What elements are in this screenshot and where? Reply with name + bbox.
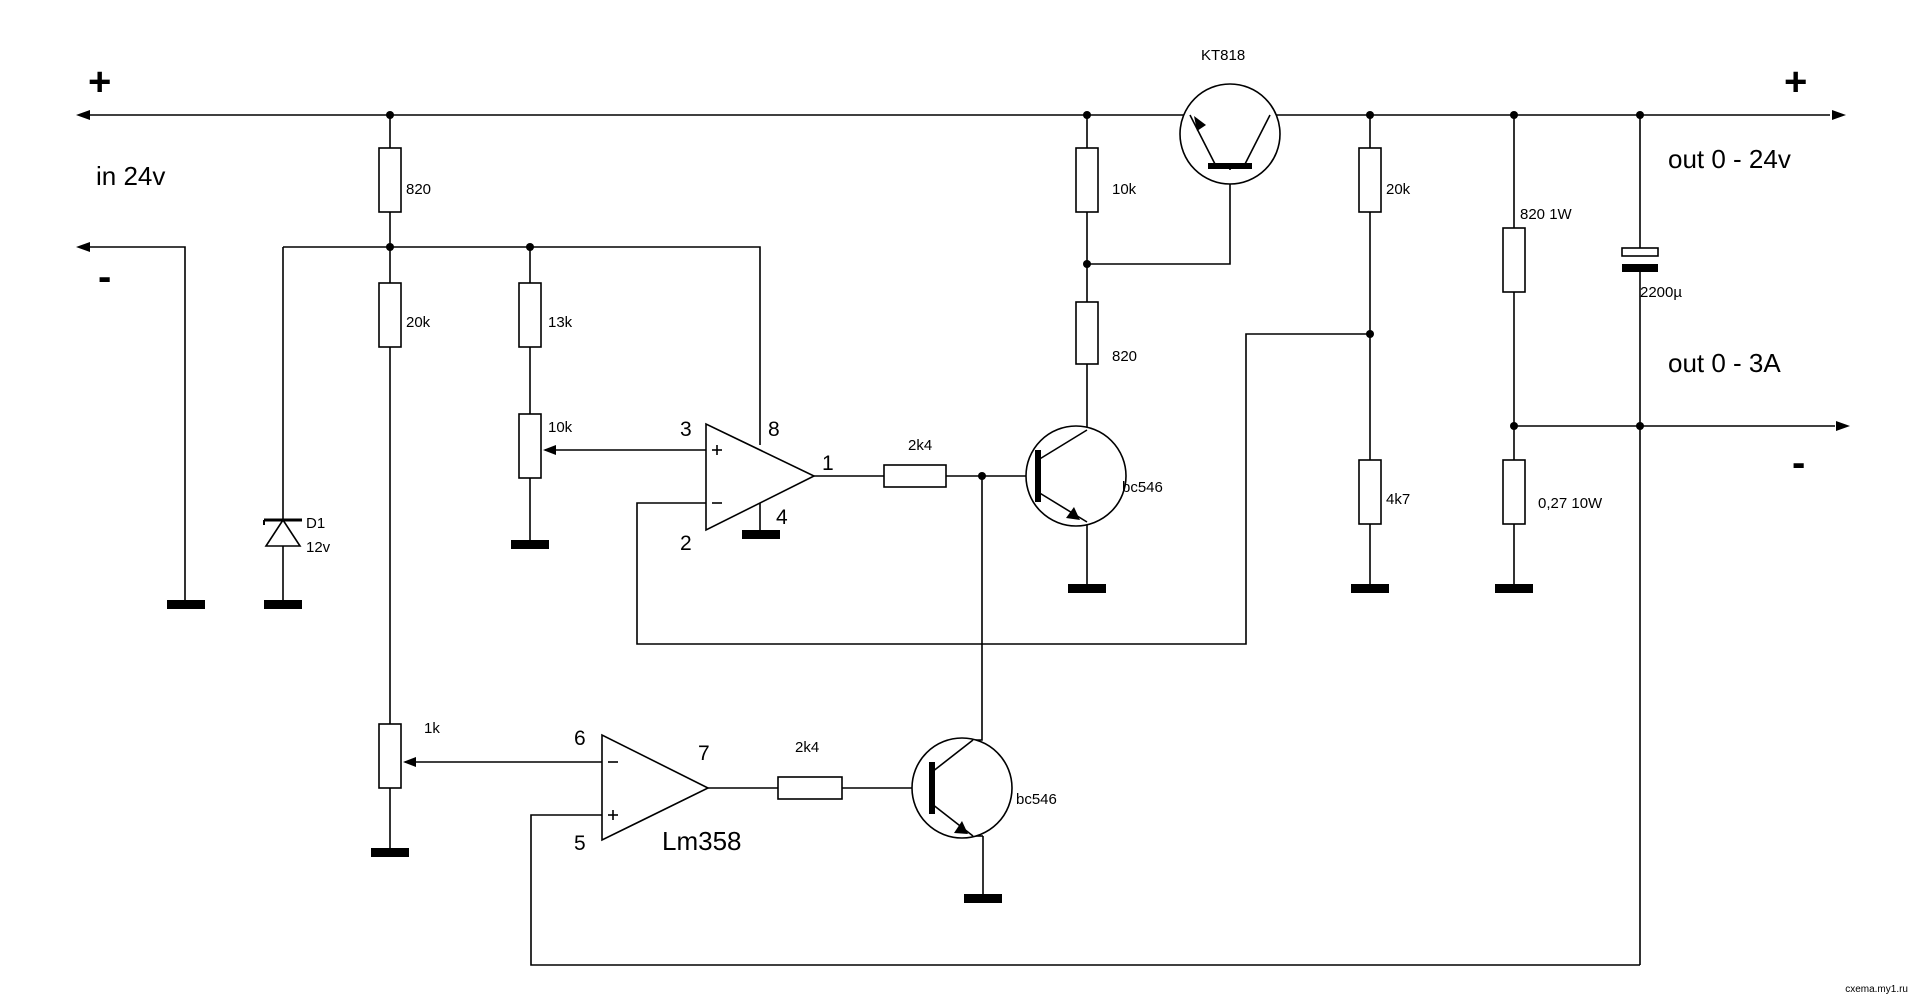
resistor-20k-divider: [1358, 147, 1382, 213]
label-4k7: 4k7: [1386, 491, 1410, 508]
capacitor-icon: [1621, 247, 1659, 272]
resistor-20k-ref: [378, 282, 402, 348]
label-12v: 12v: [306, 539, 331, 556]
watermark: cxema.my1.ru: [1845, 984, 1908, 995]
label-bc546-q2: bc546: [1016, 791, 1057, 808]
label-10k-pot: 10k: [548, 419, 573, 436]
label-820-collector: 820: [1112, 348, 1137, 365]
pin-1: 1: [822, 452, 834, 475]
transistor-q1-icon: [1025, 425, 1127, 527]
transistor-q2-icon: [911, 737, 1013, 839]
wires: [80, 114, 1835, 966]
label-2200u: 2200µ: [1640, 284, 1682, 301]
resistor-10k: [1075, 147, 1099, 213]
resistor-13k: [518, 282, 542, 348]
opamp-lower-icon: [601, 733, 710, 842]
ground-symbols: [167, 530, 1533, 903]
pin-8: 8: [768, 418, 780, 441]
pin-7: 7: [698, 742, 710, 765]
pin-2: 2: [680, 532, 692, 555]
pin-labels: 3 8 1 2 4 6 7 5: [574, 418, 834, 855]
label-820-top: 820: [406, 181, 431, 198]
pin-3: 3: [680, 418, 692, 441]
label-2k4-b: 2k4: [795, 739, 819, 756]
label-d1: D1: [306, 515, 325, 532]
resistor-2k4-b: [777, 776, 843, 800]
pin-5: 5: [574, 832, 586, 855]
output-minus-sign: -: [1792, 441, 1805, 485]
label-820-1w: 820 1W: [1520, 206, 1573, 223]
terminal-arrows: [76, 110, 1850, 431]
input-minus-sign: -: [98, 255, 111, 299]
wiper-arrows: [403, 445, 556, 767]
input-plus-sign: +: [88, 60, 111, 104]
component-labels: KT818 820 20k 1k 13k 10k D1 12v 10k 820 …: [306, 47, 1682, 856]
transistor-kt818-icon: [1179, 83, 1281, 185]
junction-dots: [386, 111, 1644, 480]
terminal-labels: + - + - in 24v out 0 - 24v out 0 - 3A: [88, 60, 1807, 485]
label-13k: 13k: [548, 314, 573, 331]
potentiometer-1k: [378, 723, 402, 789]
potentiometer-10k: [518, 413, 542, 479]
label-1k: 1k: [424, 720, 440, 737]
resistor-820-1w: [1502, 227, 1526, 293]
output-current-label: out 0 - 3A: [1668, 348, 1781, 378]
pin-4: 4: [776, 506, 788, 529]
resistor-820-collector: [1075, 301, 1099, 365]
opamp-upper-icon: [705, 422, 816, 532]
label-10k: 10k: [1112, 181, 1137, 198]
label-shunt: 0,27 10W: [1538, 495, 1603, 512]
pin-6: 6: [574, 727, 586, 750]
label-20k-ref: 20k: [406, 314, 431, 331]
label-20k-divider: 20k: [1386, 181, 1411, 198]
label-2k4-a: 2k4: [908, 437, 932, 454]
resistor-4k7: [1358, 459, 1382, 525]
resistor-2k4-a: [883, 464, 947, 488]
label-kt818: KT818: [1201, 47, 1245, 64]
output-plus-sign: +: [1784, 60, 1807, 104]
zener-diode-icon: [263, 518, 302, 547]
resistor-shunt: [1502, 459, 1526, 525]
resistors: [378, 147, 1526, 800]
output-voltage-label: out 0 - 24v: [1668, 144, 1791, 174]
resistor-820-top: [378, 147, 402, 213]
input-voltage-label: in 24v: [96, 161, 165, 191]
label-lm358: Lm358: [662, 826, 742, 856]
label-bc546-q1: bc546: [1122, 479, 1163, 496]
